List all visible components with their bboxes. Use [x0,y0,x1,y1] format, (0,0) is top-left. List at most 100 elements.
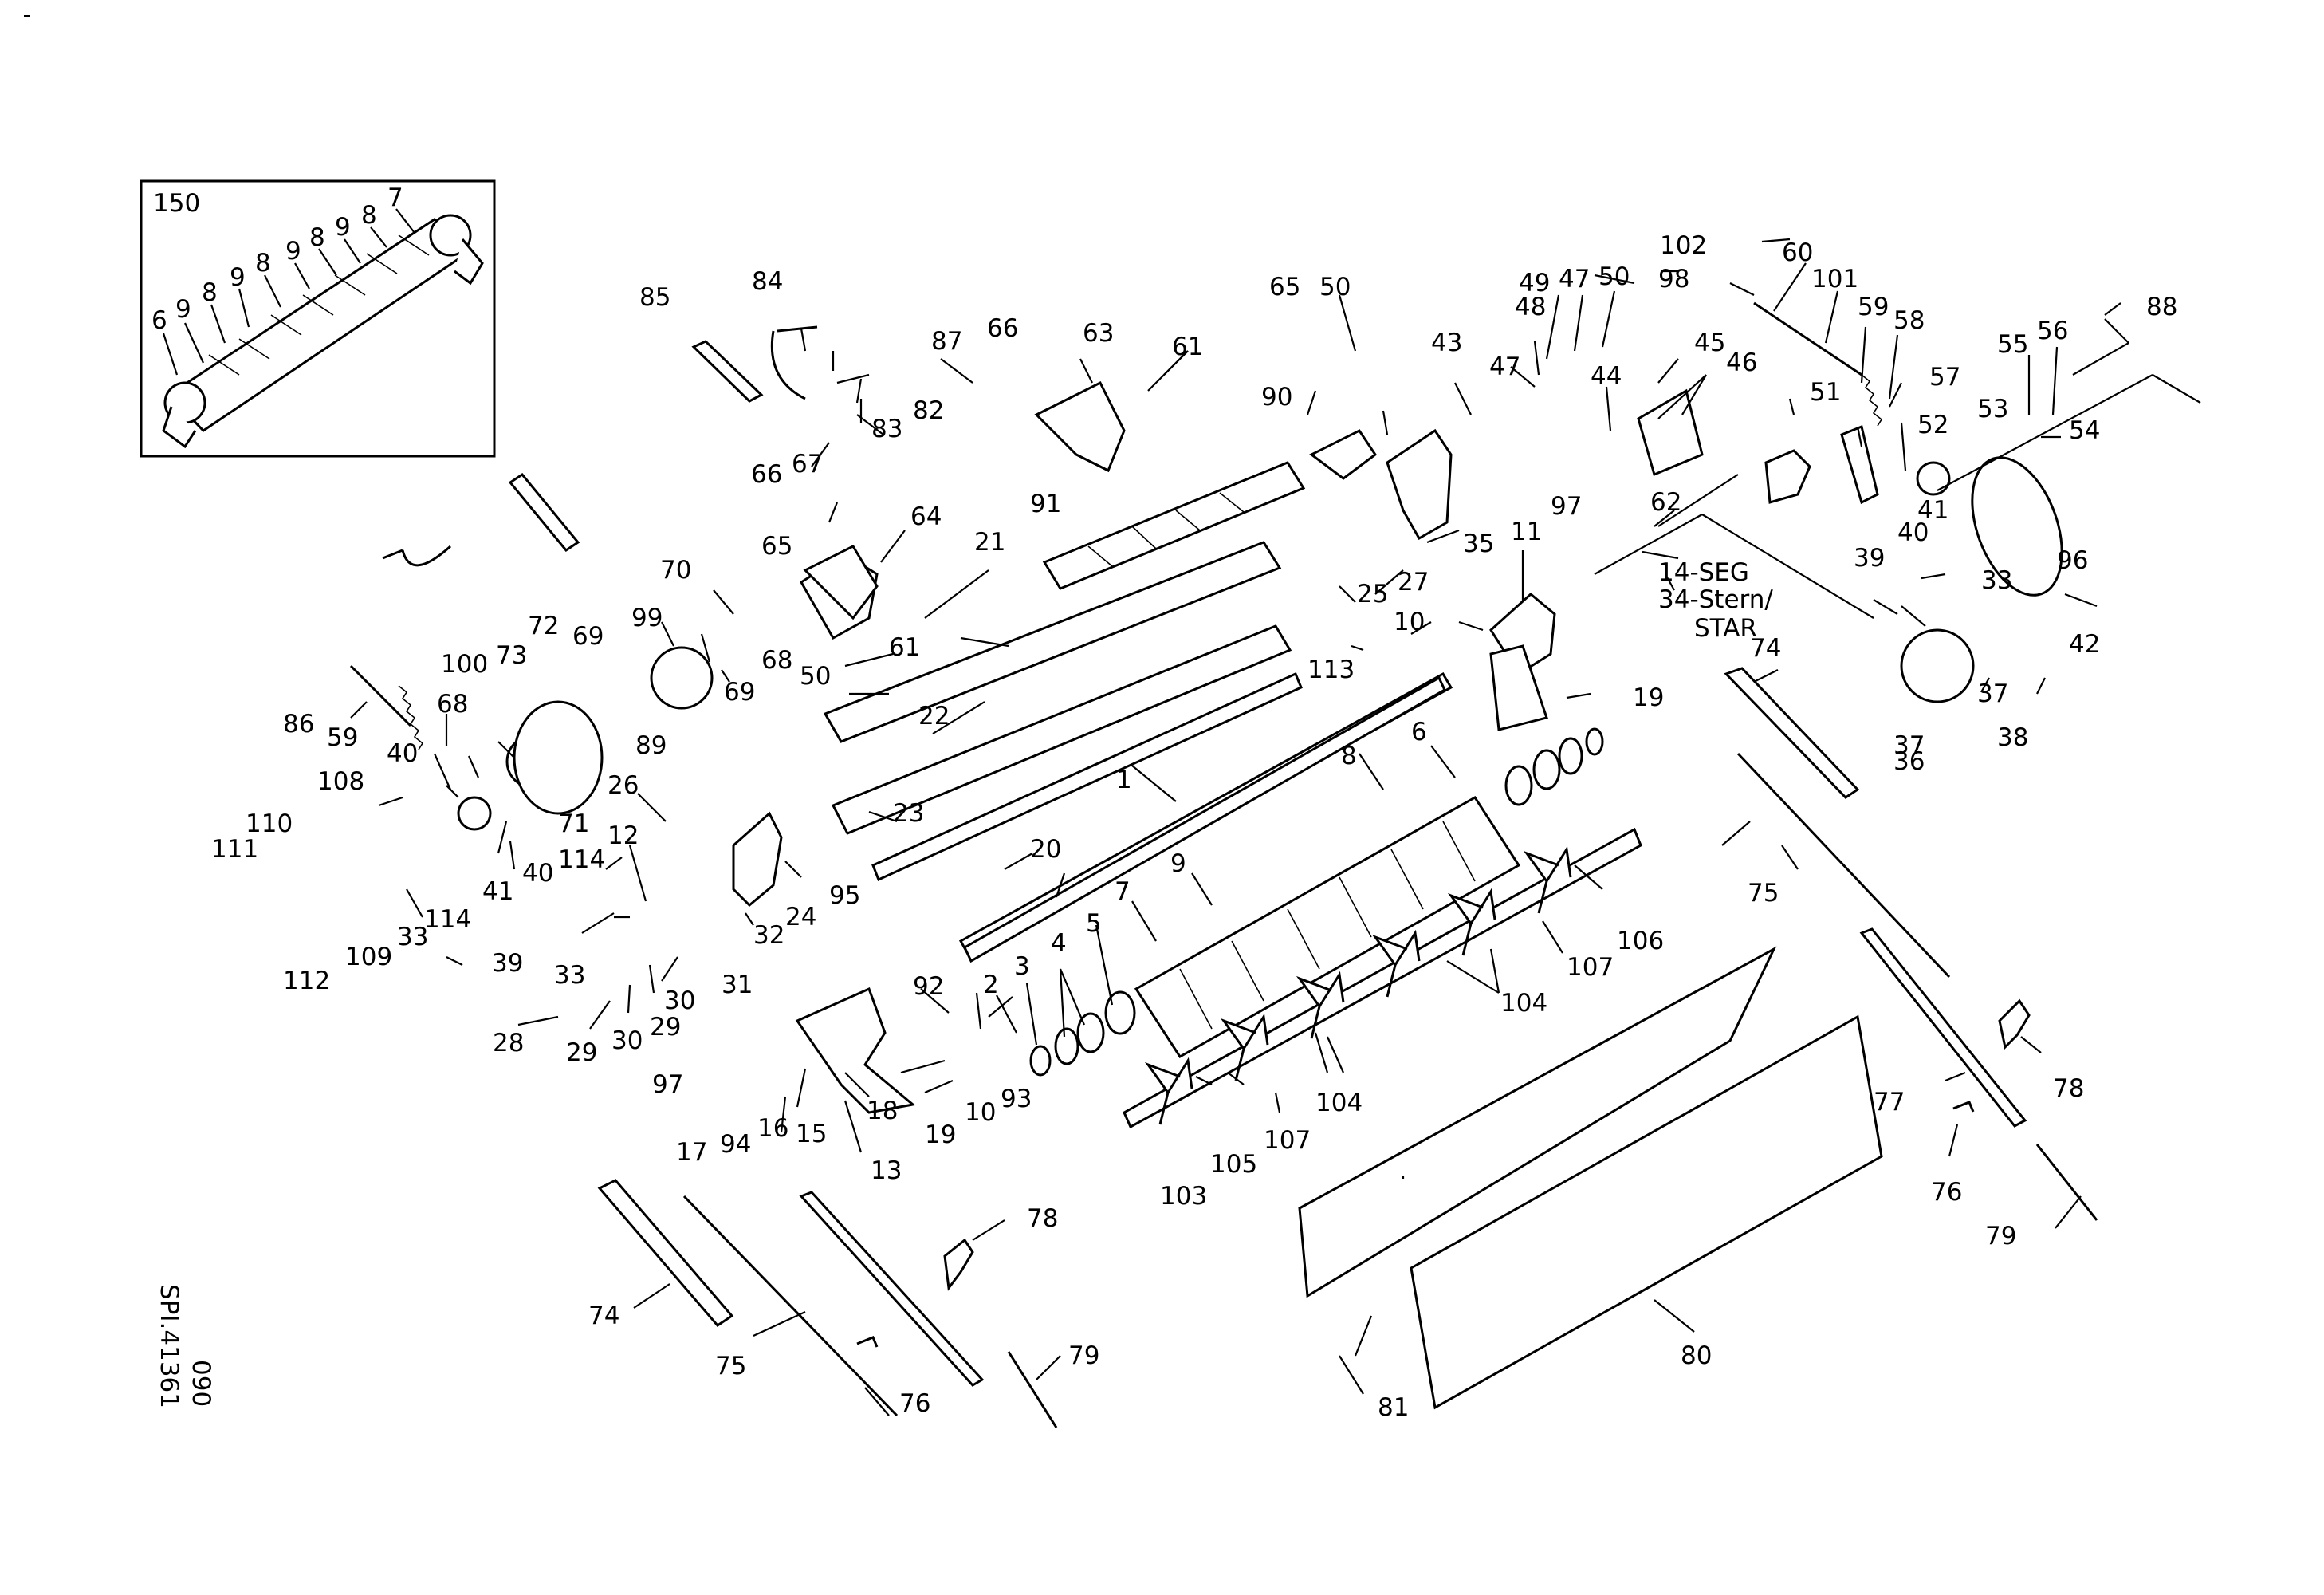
variant-note: 14-SEG 34-Stern/ STAR [1658,558,1773,643]
callout-78: 78 [1027,1204,1058,1233]
callout-96: 96 [2057,546,2088,575]
callout-30b: 30 [664,987,695,1015]
callout-23: 23 [893,799,924,828]
callout-72: 72 [528,612,559,640]
callout-99: 99 [631,604,663,632]
callout-74b: 74 [1750,634,1781,663]
callout-106: 106 [1617,927,1664,955]
bracket-63 [1034,380,1126,473]
inset-callout-9: 9 [285,237,301,266]
callout-18: 18 [867,1097,898,1125]
callout-68b: 68 [761,646,792,675]
part-shapes [349,301,2098,1428]
clip-76-right [1952,1101,1975,1113]
callout-4: 4 [1051,929,1067,958]
inset-rotor [162,214,484,449]
inset-callout-9: 9 [335,213,351,242]
callout-61: 61 [1172,333,1203,361]
callout-104: 104 [1315,1089,1363,1117]
callout-95: 95 [829,881,860,910]
inset-callout-7: 7 [387,183,403,212]
callout-29b: 29 [650,1013,681,1042]
chain-42 [1971,456,2063,597]
callout-27: 27 [1398,568,1429,597]
callout-11: 11 [1511,518,1542,546]
callout-83: 83 [871,415,902,443]
callout-54: 54 [2069,416,2100,445]
callout-84: 84 [752,267,783,296]
spring-59-left [398,685,424,750]
callout-76: 76 [899,1389,930,1418]
callout-52: 52 [1917,411,1948,439]
callout-41: 41 [482,877,513,906]
callout-69b: 69 [724,678,755,707]
callout-17: 17 [676,1138,707,1167]
callout-3: 3 [1014,952,1030,981]
bracket-78-left [943,1238,974,1291]
callout-111: 111 [211,835,258,864]
callout-labels: 1 2 3 4 5 6 7 8 9 10 10 11 12 13 15 16 1… [211,231,2177,1422]
callout-2: 2 [983,971,999,999]
callout-107b: 107 [1567,953,1614,982]
callout-46: 46 [1726,349,1757,377]
auger-roller [1042,461,1306,590]
callout-108: 108 [317,767,364,796]
pin-right [2035,1144,2098,1221]
spring-59-right [1861,374,1883,427]
callout-53: 53 [1977,395,2008,423]
callout-92: 92 [913,972,944,1001]
callout-36: 36 [1893,747,1925,776]
tine-sets [1144,845,1572,1125]
callout-98: 98 [1658,265,1689,293]
callout-8: 8 [1341,742,1357,770]
callout-68: 68 [437,690,468,719]
callout-24: 24 [785,903,816,931]
rotor-drum [1134,795,1521,1059]
callout-70: 70 [660,556,691,585]
callout-75b: 75 [1748,879,1779,908]
callout-86: 86 [283,710,314,738]
callout-33b: 33 [554,961,585,990]
rod-left [682,1195,899,1417]
callout-15: 15 [796,1120,827,1148]
tine-rotor [1123,827,1642,1129]
callout-107: 107 [1264,1126,1311,1155]
callout-63: 63 [1083,319,1114,348]
callout-85: 85 [639,283,670,312]
callout-40b: 40 [522,859,553,888]
rod-86 [349,664,412,727]
callout-49: 49 [1519,269,1550,297]
callout-45: 45 [1694,329,1725,357]
callout-50c: 50 [1598,262,1630,291]
callout-42: 42 [2069,630,2100,659]
callout-57: 57 [1929,363,1960,392]
side-panel-front [1410,1014,1883,1410]
sprocket-70 [650,646,714,710]
callout-65b: 65 [1269,273,1300,301]
clip-76-left [856,1336,879,1348]
callout-105: 105 [1210,1150,1257,1179]
left-frame [732,811,783,908]
callout-113: 113 [1307,656,1355,684]
bar-duplicate [508,472,580,553]
callout-77: 77 [1874,1088,1905,1116]
callout-112: 112 [283,967,330,995]
leader-lines [350,238,2201,1416]
right-bracket-10 [1489,644,1548,731]
callout-74: 74 [588,1302,619,1330]
callout-5: 5 [1086,909,1102,938]
callout-22: 22 [918,702,950,731]
callout-10b: 10 [1394,608,1425,636]
callout-7: 7 [1115,877,1131,906]
callout-43: 43 [1431,329,1462,357]
callout-30: 30 [611,1026,643,1055]
callout-40c: 40 [1897,518,1929,547]
callout-90: 90 [1261,383,1292,412]
drawing-number: SPI.41361 [155,1284,183,1408]
callout-80: 80 [1681,1341,1712,1370]
callout-1: 1 [1116,766,1132,794]
bracket-64 [803,545,879,620]
callout-19b: 19 [1633,683,1664,712]
inset-callout-9: 9 [230,263,246,292]
